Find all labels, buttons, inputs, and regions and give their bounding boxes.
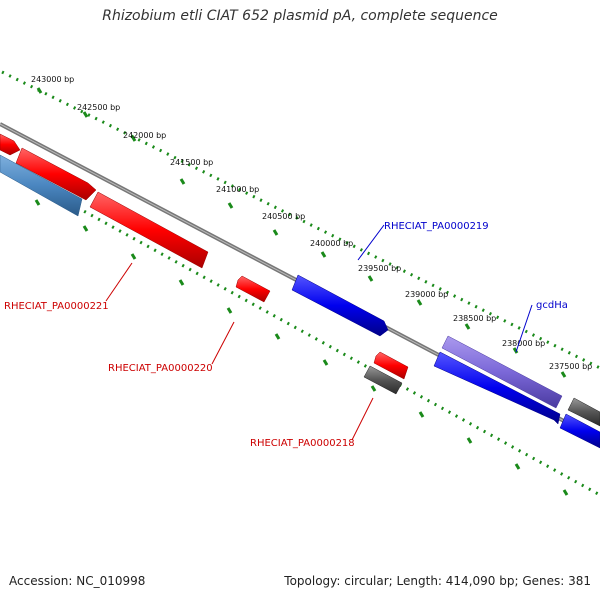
tick-label: 238000 bp xyxy=(502,339,545,348)
gene-label-rheciat-pa0000219[interactable]: RHECIAT_PA0000219 xyxy=(384,221,489,232)
tick-label: 243000 bp xyxy=(31,75,74,84)
outer-major-ticks xyxy=(36,87,567,378)
summary-text: Topology: circular; Length: 414,090 bp; … xyxy=(284,574,591,588)
gene-arrow[interactable] xyxy=(559,413,600,449)
leader-line xyxy=(211,321,235,365)
leader-line xyxy=(351,397,374,441)
gene-label-rheciat-pa0000218[interactable]: RHECIAT_PA0000218 xyxy=(250,438,355,449)
tick-label: 241500 bp xyxy=(170,158,213,167)
accession-text: Accession: NC_010998 xyxy=(9,574,146,588)
gene-arrow[interactable] xyxy=(15,147,97,201)
gene-arrow[interactable] xyxy=(291,274,389,337)
tick-label: 237500 bp xyxy=(549,362,592,371)
gene-label-gcdha[interactable]: gcdHa xyxy=(536,300,568,311)
gene-arrow[interactable] xyxy=(0,154,83,217)
gene-arrow[interactable] xyxy=(567,397,600,427)
leader-line xyxy=(515,304,533,353)
map-title: Rhizobium etli CIAT 652 plasmid pA, comp… xyxy=(102,8,498,24)
gene-arrow[interactable] xyxy=(363,365,403,395)
tick-label: 240000 bp xyxy=(310,239,353,248)
label-leaders xyxy=(105,224,533,441)
tick-label: 240500 bp xyxy=(262,212,305,221)
gene-arrow[interactable] xyxy=(235,275,271,303)
leader-line xyxy=(357,224,385,261)
gene-label-rheciat-pa0000221[interactable]: RHECIAT_PA0000221 xyxy=(4,301,109,312)
gene-arrow[interactable] xyxy=(441,335,563,409)
gene-arrow[interactable] xyxy=(89,191,209,269)
tick-label: 242000 bp xyxy=(123,131,166,140)
gene-arrow[interactable] xyxy=(373,351,409,380)
gene-arrow[interactable] xyxy=(0,133,21,156)
leader-line xyxy=(105,262,133,302)
tick-label: 239500 bp xyxy=(358,264,401,273)
gene-label-rheciat-pa0000220[interactable]: RHECIAT_PA0000220 xyxy=(108,363,213,374)
inner-major-ticks xyxy=(34,199,569,496)
gene-arrow[interactable] xyxy=(433,351,561,425)
gene-features xyxy=(0,133,600,449)
tick-label: 238500 bp xyxy=(453,314,496,323)
tick-label: 239000 bp xyxy=(405,290,448,299)
gene-labels: RHECIAT_PA0000219 gcdHa RHECIAT_PA000022… xyxy=(4,221,568,449)
tick-label: 242500 bp xyxy=(77,103,120,112)
tick-labels: 243000 bp 242500 bp 242000 bp 241500 bp … xyxy=(31,75,592,371)
tick-label: 241000 bp xyxy=(216,185,259,194)
